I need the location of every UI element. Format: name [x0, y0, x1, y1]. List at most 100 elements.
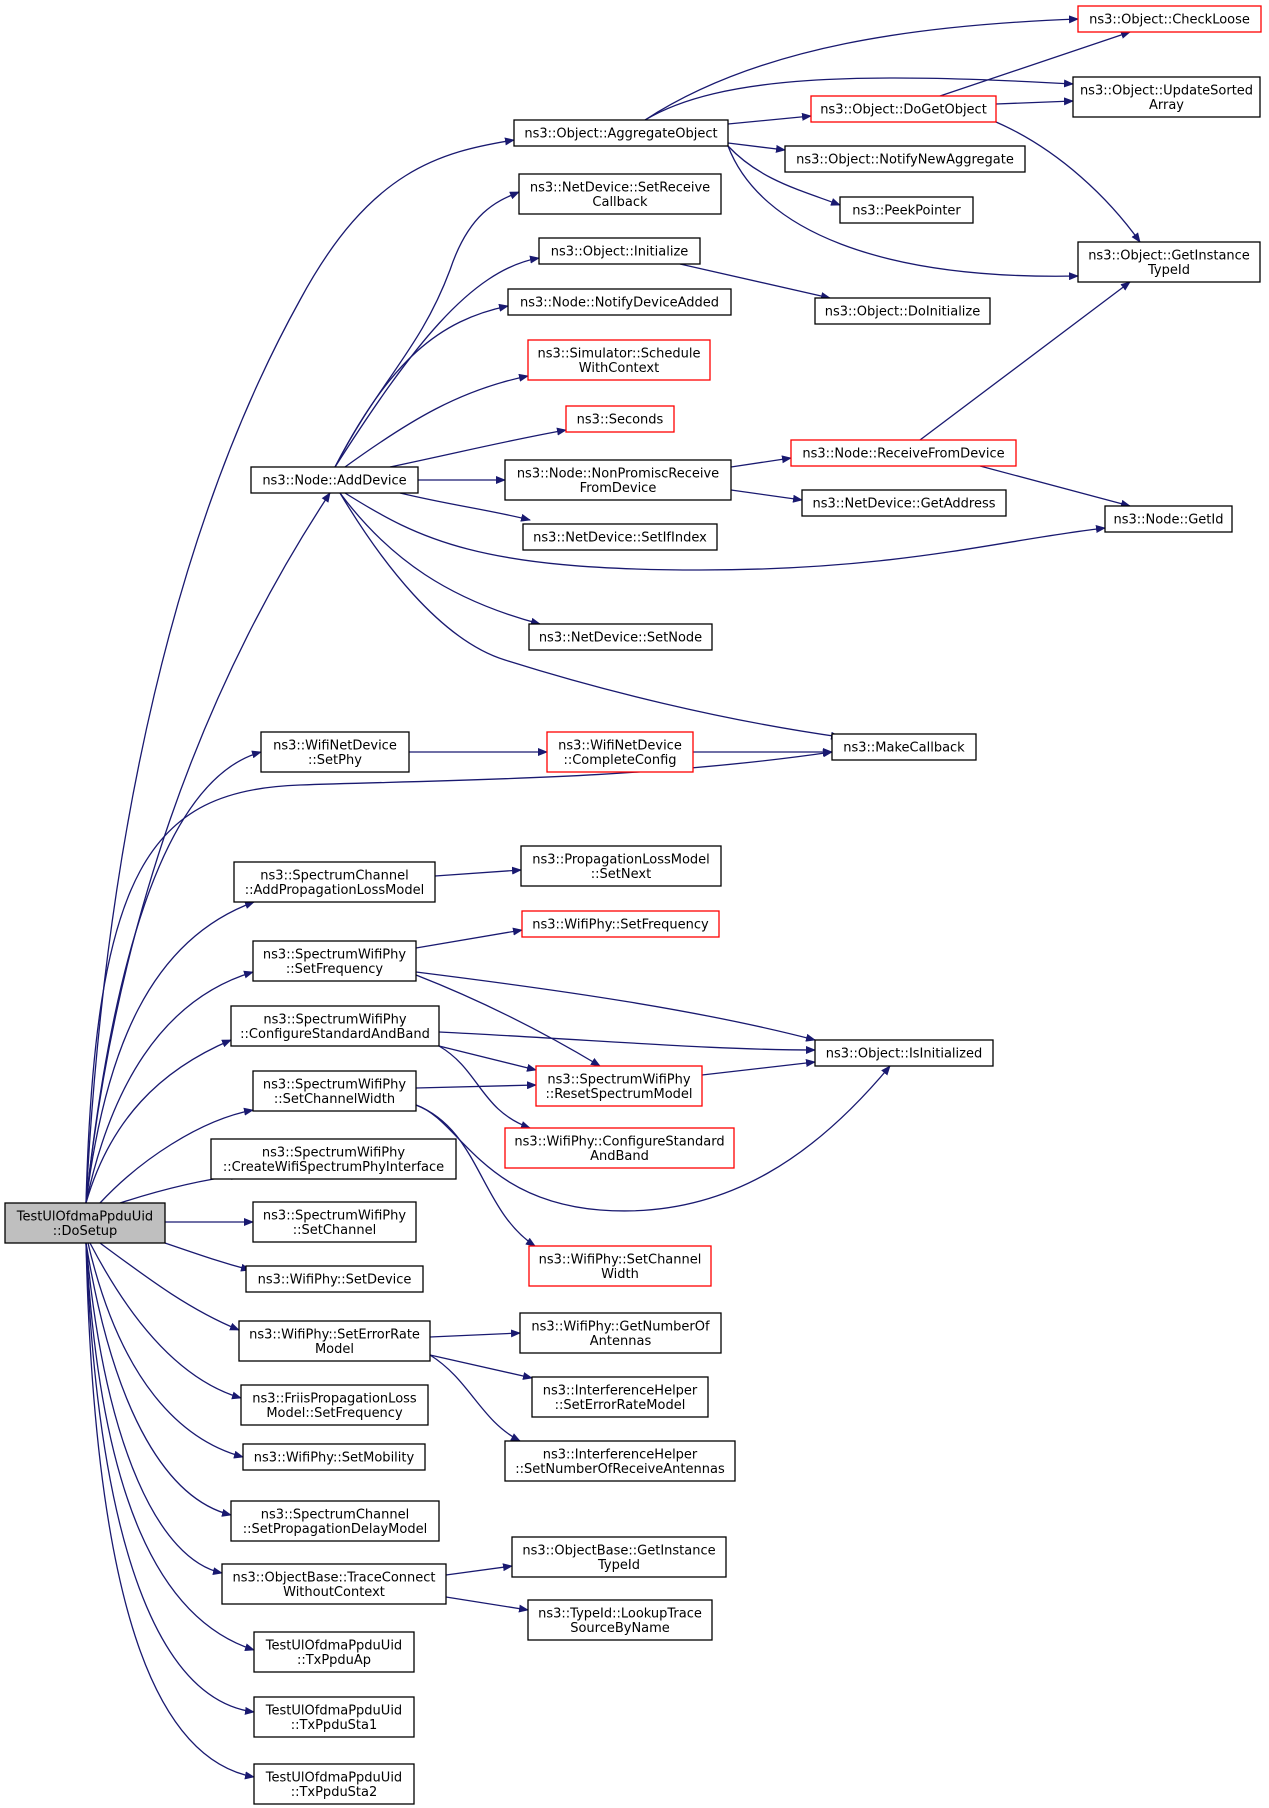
- node-get-id[interactable]: ns3::Node::GetId: [1104, 505, 1233, 533]
- node-friis-set-frequency[interactable]: ns3::FriisPropagationLossModel::SetFrequ…: [240, 1384, 429, 1426]
- edge-receiveFromDevice-to-getId: [979, 465, 1131, 508]
- node-notify-device-added[interactable]: ns3::Node::NotifyDeviceAdded: [507, 288, 732, 316]
- node-box: [252, 1201, 417, 1243]
- edge-path: [85, 137, 515, 1204]
- edge-root-to-swpSetChannelWidth: [99, 1107, 254, 1204]
- node-label-line: SourceByName: [570, 1621, 670, 1636]
- node-make-callback[interactable]: ns3::MakeCallback: [831, 733, 977, 761]
- node-set-if-index[interactable]: ns3::NetDevice::SetIfIndex: [522, 523, 718, 551]
- node-notify-new-aggregate[interactable]: ns3::Object::NotifyNewAggregate: [784, 145, 1026, 173]
- node-tx-ppdu-sta2[interactable]: TestUlOfdmaPpduUid::TxPpduSta2: [253, 1763, 415, 1805]
- node-label-line: Callback: [592, 195, 648, 210]
- node-label-line: ::SetNumberOfReceiveAntennas: [515, 1462, 725, 1477]
- node-box: [513, 119, 729, 147]
- node-label-line: Model: [315, 1342, 354, 1357]
- node-wifi-phy-set-frequency[interactable]: ns3::WifiPhy::SetFrequency: [521, 910, 720, 938]
- node-do-initialize[interactable]: ns3::Object::DoInitialize: [814, 297, 991, 325]
- node-label-line: ns3::SpectrumWifiPhy: [263, 1208, 406, 1223]
- node-obj-initialize[interactable]: ns3::Object::Initialize: [538, 237, 701, 265]
- node-aggregate-object[interactable]: ns3::Object::AggregateObject: [513, 119, 729, 147]
- node-configure-standard-and-band[interactable]: ns3::SpectrumWifiPhy::ConfigureStandardA…: [230, 1005, 440, 1047]
- node-swp-set-channel[interactable]: ns3::SpectrumWifiPhy::SetChannel: [252, 1201, 417, 1243]
- edge-root-to-friisSetFrequency: [89, 1242, 242, 1400]
- edge-swpSetFrequency-to-isInitialized: [415, 971, 816, 1042]
- node-box: [814, 1039, 994, 1067]
- node-box: [250, 466, 419, 494]
- edge-doGetObject-to-updateSortedArray: [995, 97, 1074, 106]
- node-box: [546, 731, 694, 773]
- node-create-wifi-spectrum-phy-interface[interactable]: ns3::SpectrumWifiPhy::CreateWifiSpectrum…: [210, 1138, 457, 1180]
- node-label-line: ns3::WifiNetDevice: [273, 738, 397, 753]
- node-tx-ppdu-ap[interactable]: TestUlOfdmaPpduUid::TxPpduAp: [253, 1631, 415, 1673]
- edge-swpSetChannelWidth-to-wifiPhySetChannelWidth: [415, 1104, 536, 1247]
- node-label-line: FromDevice: [580, 481, 657, 496]
- node-label-line: ::TxPpduAp: [297, 1653, 371, 1668]
- node-wifi-set-phy[interactable]: ns3::WifiNetDevice::SetPhy: [260, 731, 410, 773]
- edge-doGetObject-to-getInstanceTypeId: [995, 121, 1141, 243]
- edge-swpSetChannelWidth-to-resetSpectrumModel: [415, 1081, 537, 1090]
- node-label-line: ns3::SpectrumWifiPhy: [263, 1012, 406, 1027]
- edge-path: [85, 970, 254, 1204]
- node-get-address[interactable]: ns3::NetDevice::GetAddress: [801, 489, 1007, 517]
- node-peek-pointer[interactable]: ns3::PeekPointer: [839, 196, 974, 224]
- node-is-initialized[interactable]: ns3::Object::IsInitialized: [814, 1039, 994, 1067]
- node-set-error-rate-model[interactable]: ns3::WifiPhy::SetErrorRateModel: [238, 1320, 431, 1362]
- edge-path: [438, 1045, 537, 1072]
- node-swp-set-channel-width[interactable]: ns3::SpectrumWifiPhy::SetChannelWidth: [252, 1070, 417, 1112]
- node-add-propagation-loss-model[interactable]: ns3::SpectrumChannel::AddPropagationLoss…: [233, 861, 436, 903]
- node-set-node[interactable]: ns3::NetDevice::SetNode: [528, 623, 713, 651]
- node-box: [504, 1127, 735, 1169]
- node-trace-connect-without-context[interactable]: ns3::ObjectBase::TraceConnectWithoutCont…: [221, 1563, 447, 1605]
- edge-path: [85, 1242, 223, 1576]
- edge-traceConnectWithoutContext-to-objBaseGetInstanceTypeId: [445, 1563, 513, 1576]
- node-ih-set-error-rate-model[interactable]: ns3::InterferenceHelper::SetErrorRateMod…: [531, 1376, 709, 1418]
- node-box: [521, 910, 720, 938]
- node-label-line: ::SetChannel: [293, 1223, 376, 1238]
- node-set-mobility[interactable]: ns3::WifiPhy::SetMobility: [242, 1443, 426, 1471]
- node-swp-set-frequency[interactable]: ns3::SpectrumWifiPhy::SetFrequency: [252, 940, 417, 982]
- node-set-propagation-delay-model[interactable]: ns3::SpectrumChannel::SetPropagationDela…: [230, 1500, 440, 1542]
- edge-nonPromiscReceive-to-getAddress: [730, 489, 803, 503]
- node-label-line: ns3::Node::GetId: [1114, 513, 1224, 528]
- node-box: [518, 173, 722, 215]
- node-label-line: ::SetChannelWidth: [274, 1092, 395, 1107]
- edge-root-to-setPropagationDelayModel: [85, 1242, 232, 1517]
- node-tx-ppdu-sta1[interactable]: TestUlOfdmaPpduUid::TxPpduSta1: [253, 1696, 415, 1738]
- node-label-line: ::SetNext: [591, 867, 651, 882]
- node-complete-config[interactable]: ns3::WifiNetDevice::CompleteConfig: [546, 731, 694, 773]
- node-label-line: ::CreateWifiSpectrumPhyInterface: [223, 1160, 444, 1175]
- node-add-device[interactable]: ns3::Node::AddDevice: [250, 466, 419, 494]
- node-root[interactable]: TestUlOfdmaPpduUid::DoSetup: [4, 1202, 166, 1244]
- edge-aggregateObject-to-checkLoose: [644, 15, 1079, 121]
- node-wifi-phy-configure-standard[interactable]: ns3::WifiPhy::ConfigureStandardAndBand: [504, 1127, 735, 1169]
- node-label-line: ns3::WifiPhy::ConfigureStandard: [514, 1134, 724, 1149]
- node-box: [527, 339, 711, 381]
- edge-path: [85, 1039, 232, 1204]
- node-check-loose[interactable]: ns3::Object::CheckLoose: [1077, 5, 1262, 33]
- node-reset-spectrum-model[interactable]: ns3::SpectrumWifiPhy::ResetSpectrumModel: [535, 1065, 703, 1107]
- node-label-line: ns3::Object::GetInstance: [1088, 248, 1250, 263]
- node-label-line: ns3::InterferenceHelper: [543, 1447, 698, 1462]
- node-label-line: ns3::WifiPhy::SetFrequency: [532, 918, 709, 933]
- node-receive-from-device[interactable]: ns3::Node::ReceiveFromDevice: [790, 439, 1017, 467]
- edge-traceConnectWithoutContext-to-lookupTraceSourceByName: [445, 1596, 529, 1613]
- node-do-get-object[interactable]: ns3::Object::DoGetObject: [810, 95, 997, 123]
- node-label-line: Array: [1149, 98, 1184, 113]
- node-ih-set-number-of-receive-antennas[interactable]: ns3::InterferenceHelper::SetNumberOfRece…: [504, 1440, 736, 1482]
- node-label-line: ns3::InterferenceHelper: [543, 1383, 698, 1398]
- node-box: [527, 1599, 713, 1641]
- node-set-device[interactable]: ns3::WifiPhy::SetDevice: [245, 1265, 424, 1293]
- node-wifi-phy-set-channel-width[interactable]: ns3::WifiPhy::SetChannelWidth: [528, 1245, 712, 1287]
- node-label-line: ns3::Object::UpdateSorted: [1080, 83, 1253, 98]
- node-prop-set-next[interactable]: ns3::PropagationLossModel::SetNext: [520, 845, 722, 887]
- node-seconds[interactable]: ns3::Seconds: [565, 405, 675, 433]
